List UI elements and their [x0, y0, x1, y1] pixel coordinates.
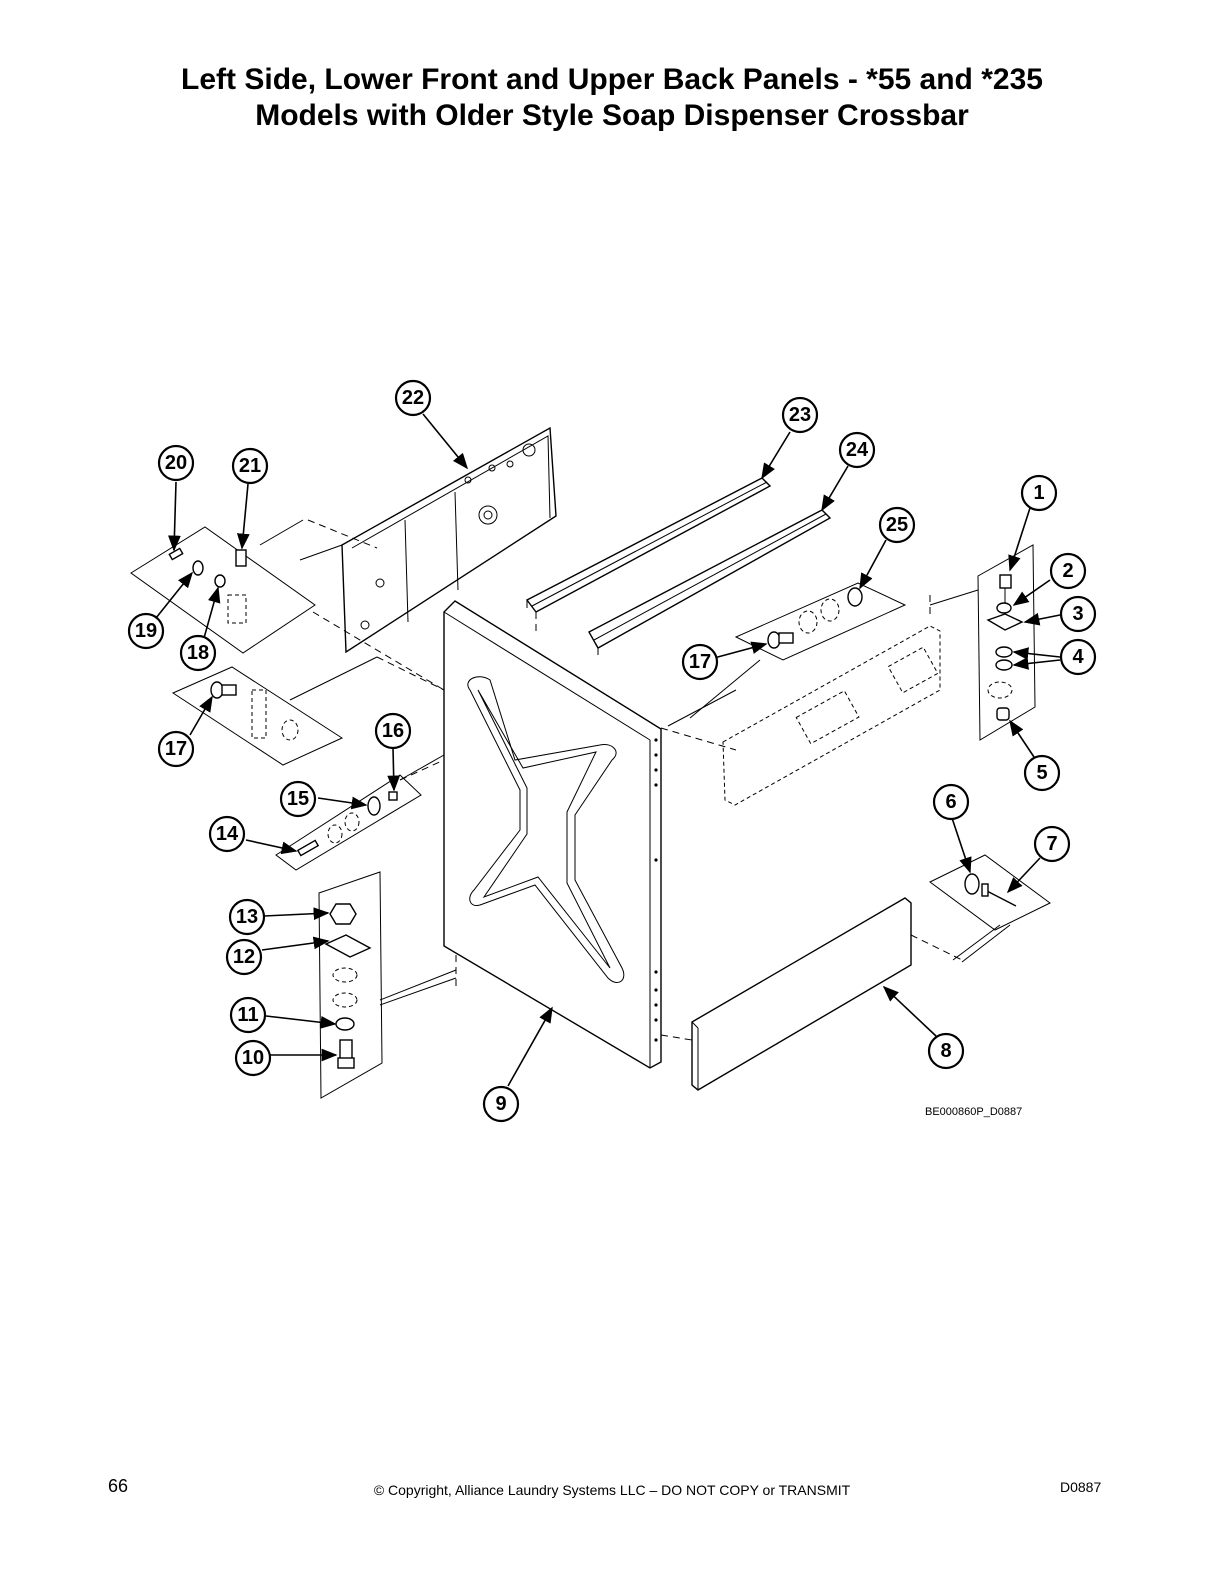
callout-9: 9	[482, 1085, 520, 1123]
callout-4: 4	[1059, 638, 1097, 676]
crossbar-24	[588, 509, 832, 649]
soap-dispenser-crossbar	[722, 625, 941, 806]
svg-text:4: 4	[1072, 646, 1084, 668]
callout-17-left: 17	[157, 730, 195, 768]
callout-3: 3	[1059, 595, 1097, 633]
callout-25: 25	[878, 506, 916, 544]
title-line-2: Models with Older Style Soap Dispenser C…	[255, 99, 969, 132]
callout-20: 20	[157, 444, 195, 482]
svg-text:19: 19	[135, 620, 157, 642]
svg-text:13: 13	[236, 906, 258, 928]
title-line-1: Left Side, Lower Front and Upper Back Pa…	[181, 63, 1043, 96]
projection-lines	[307, 519, 963, 1041]
svg-text:9: 9	[495, 1093, 506, 1115]
svg-text:23: 23	[789, 404, 811, 426]
callouts: 1 2 3 4 5 6 7 8 9 10 11 12 13 14 15 16 1…	[127, 379, 1097, 1123]
svg-text:3: 3	[1072, 603, 1083, 625]
detail-connectors	[259, 519, 1011, 1006]
svg-text:7: 7	[1046, 833, 1057, 855]
callout-22: 22	[394, 379, 432, 417]
callout-24: 24	[838, 431, 876, 469]
svg-text:8: 8	[940, 1040, 951, 1062]
svg-text:1: 1	[1033, 482, 1044, 504]
svg-text:20: 20	[165, 452, 187, 474]
svg-text:10: 10	[242, 1047, 264, 1069]
callout-1: 1	[1020, 474, 1058, 512]
leader-lines	[155, 413, 1061, 1087]
callout-10: 10	[234, 1039, 272, 1077]
svg-text:12: 12	[233, 946, 255, 968]
callout-5: 5	[1023, 754, 1061, 792]
svg-text:15: 15	[287, 788, 309, 810]
svg-text:21: 21	[239, 455, 261, 477]
callout-23: 23	[781, 396, 819, 434]
svg-text:16: 16	[382, 720, 404, 742]
callout-11: 11	[229, 996, 267, 1034]
callout-15: 15	[279, 780, 317, 818]
callout-12: 12	[225, 938, 263, 976]
page-number: 66	[108, 1476, 129, 1496]
copyright-notice: © Copyright, Alliance Laundry Systems LL…	[373, 1482, 851, 1498]
svg-text:2: 2	[1062, 560, 1073, 582]
page-title: Left Side, Lower Front and Upper Back Pa…	[0, 62, 1224, 134]
upper-back-panel	[341, 426, 557, 654]
svg-text:11: 11	[237, 1004, 258, 1026]
callout-16: 16	[374, 712, 412, 750]
callout-17-right: 17	[681, 643, 719, 681]
svg-text:5: 5	[1036, 762, 1047, 784]
svg-text:24: 24	[846, 439, 869, 461]
svg-text:22: 22	[402, 387, 424, 409]
hardware	[168, 547, 1024, 1069]
callout-19: 19	[127, 612, 165, 650]
svg-text:18: 18	[187, 642, 209, 664]
crossbar-23	[525, 477, 772, 613]
svg-text:25: 25	[886, 514, 908, 536]
side-panel	[443, 600, 662, 1069]
callout-18: 18	[179, 634, 217, 672]
callout-6: 6	[932, 783, 970, 821]
callout-13: 13	[228, 898, 266, 936]
svg-text:6: 6	[945, 791, 956, 813]
callout-14: 14	[208, 815, 246, 853]
drawing-code: BE000860P_D0887	[925, 1106, 1023, 1118]
callout-21: 21	[231, 447, 269, 485]
callout-7: 7	[1033, 825, 1071, 863]
svg-text:17: 17	[689, 651, 711, 673]
svg-text:14: 14	[216, 823, 239, 845]
callout-8: 8	[927, 1032, 965, 1070]
lower-front-panel	[691, 897, 912, 1091]
document-id: D0887	[1060, 1479, 1102, 1495]
panel-holes	[654, 738, 658, 1042]
callout-2: 2	[1049, 552, 1087, 590]
svg-text:17: 17	[165, 738, 187, 760]
